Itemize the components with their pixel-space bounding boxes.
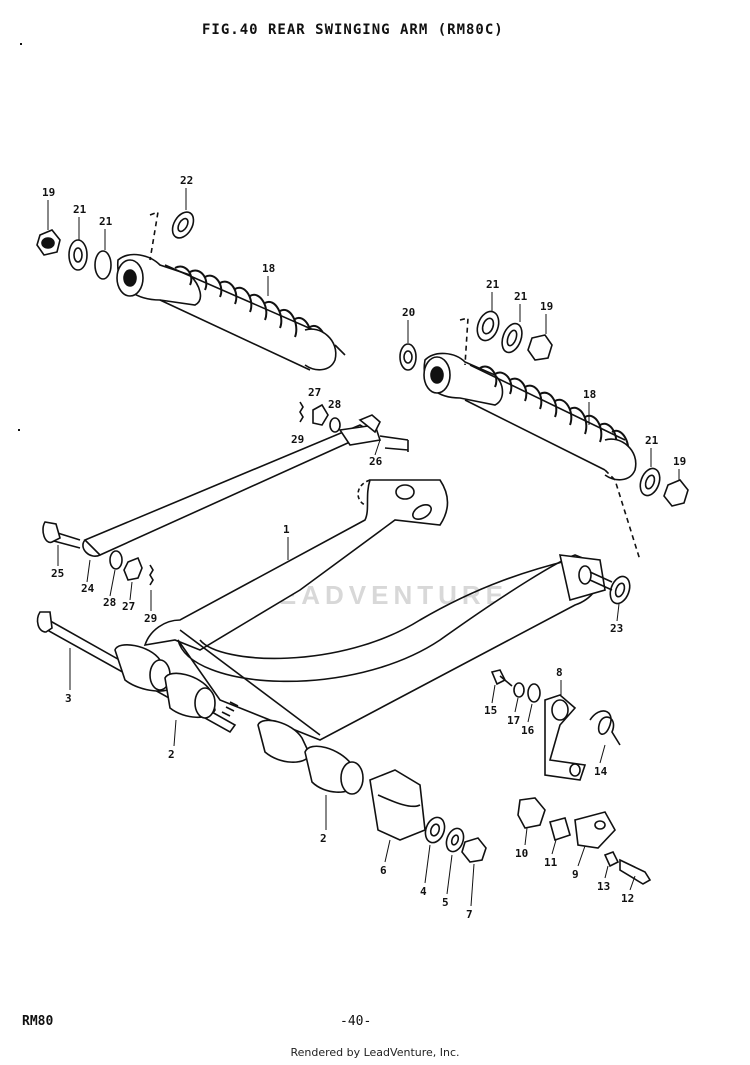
- callout-2: 2: [320, 832, 327, 845]
- callout-21: 21: [645, 434, 659, 447]
- callout-3: 3: [65, 692, 72, 705]
- callout-2: 2: [168, 748, 175, 761]
- callout-27: 27: [122, 600, 135, 613]
- link-rod: [42, 401, 409, 586]
- callout-22: 22: [180, 174, 193, 187]
- figure-title: FIG.40 REAR SWINGING ARM (RM80C): [202, 22, 504, 38]
- callout-9: 9: [572, 868, 579, 881]
- callout-14: 14: [594, 765, 608, 778]
- left-shock-top-hardware: [36, 210, 195, 280]
- callout-19: 19: [540, 300, 553, 313]
- callout-19: 19: [42, 186, 55, 199]
- callout-28: 28: [103, 596, 116, 609]
- callout-12: 12: [621, 892, 634, 905]
- callout-17: 17: [507, 714, 520, 727]
- callout-18: 18: [583, 388, 596, 401]
- rendered-by-credit: Rendered by LeadVenture, Inc.: [290, 1046, 460, 1059]
- callout-13: 13: [597, 880, 610, 893]
- callout-5: 5: [442, 896, 449, 909]
- callout-27: 27: [308, 386, 321, 399]
- callout-21: 21: [514, 290, 528, 303]
- swinging-arm: [143, 479, 613, 741]
- right-shock-absorber: [423, 316, 637, 481]
- model-code: RM80: [22, 1014, 54, 1029]
- callout-20: 20: [402, 306, 415, 319]
- callout-1: 1: [283, 523, 290, 536]
- brake-torque-parts: [490, 669, 652, 885]
- callout-19: 19: [673, 455, 686, 468]
- callout-18: 18: [262, 262, 275, 275]
- callout-7: 7: [466, 908, 473, 921]
- callout-15: 15: [484, 704, 497, 717]
- callout-29: 29: [291, 433, 304, 446]
- callout-24: 24: [81, 582, 95, 595]
- page-number: -40-: [340, 1014, 372, 1029]
- callout-25: 25: [51, 567, 64, 580]
- callout-11: 11: [544, 856, 558, 869]
- callout-4: 4: [420, 885, 427, 898]
- callout-10: 10: [515, 847, 528, 860]
- callout-21: 21: [486, 278, 500, 291]
- right-shock-hardware: [399, 310, 689, 605]
- callout-8: 8: [556, 666, 563, 679]
- callout-21: 21: [73, 203, 87, 216]
- callout-21: 21: [99, 215, 113, 228]
- callout-6: 6: [380, 864, 387, 877]
- callout-29: 29: [144, 612, 157, 625]
- callout-23: 23: [610, 622, 623, 635]
- callout-28: 28: [328, 398, 341, 411]
- callout-labels: 19 21 21 22 18 21 21 19 20 18 21 19 27: [42, 174, 686, 921]
- left-shock-absorber: [116, 253, 346, 371]
- axle-bracket: [369, 769, 487, 863]
- callout-26: 26: [369, 455, 383, 468]
- callout-16: 16: [521, 724, 535, 737]
- pivot-collars: [114, 644, 364, 795]
